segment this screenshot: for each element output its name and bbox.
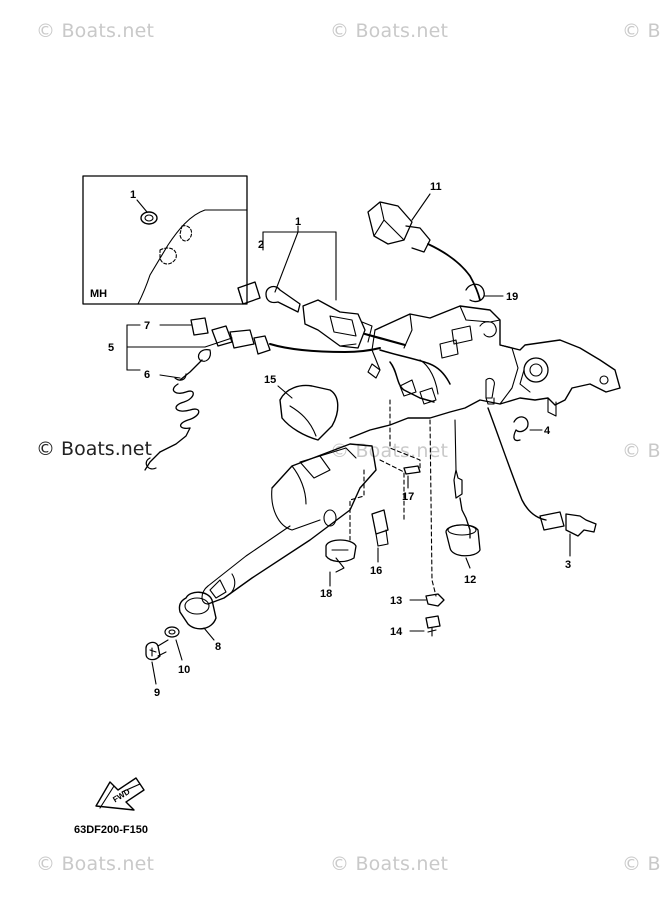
screw-14	[425, 615, 441, 629]
part-code: 63DF200-F150	[74, 824, 148, 836]
cover-15	[279, 384, 339, 441]
key	[265, 285, 301, 313]
grip-8	[178, 591, 217, 630]
leader-line	[136, 199, 148, 213]
buzzer-12	[445, 524, 481, 557]
watermark: © B	[622, 440, 661, 462]
inset-grommet	[140, 211, 158, 225]
watermark: © B	[622, 20, 661, 42]
callout-19: 19	[506, 291, 518, 303]
watermark: © Boats.net	[36, 20, 155, 42]
key-cap	[237, 281, 261, 305]
key-switch	[302, 299, 366, 349]
watermark: © Boats.net	[330, 853, 449, 875]
washer-10	[164, 626, 180, 638]
callout-6: 6	[144, 369, 150, 381]
callout-16: 16	[370, 565, 382, 577]
wire-clamp	[465, 283, 485, 303]
connector-3	[565, 513, 597, 537]
callout-3: 3	[565, 559, 571, 571]
callout-inset-1: 1	[130, 189, 136, 201]
callout-9: 9	[154, 687, 160, 699]
tiller-handle	[207, 443, 377, 605]
callout-10: 10	[178, 664, 190, 676]
callout-11: 11	[430, 181, 442, 193]
watermark: © Boats.net	[330, 20, 449, 42]
wire-clip	[513, 416, 529, 442]
callout-18: 18	[320, 588, 332, 600]
stop-cap	[190, 317, 209, 336]
inset-panel-edge	[137, 209, 248, 305]
callout-12: 12	[464, 574, 476, 586]
inset-label: MH	[90, 288, 107, 300]
callout-8: 8	[215, 641, 221, 653]
callout-15: 15	[264, 374, 276, 386]
callout-7: 7	[144, 320, 150, 332]
callout-5: 5	[108, 342, 114, 354]
callout-17: 17	[402, 491, 414, 503]
callout-4: 4	[544, 425, 551, 437]
watermark-dark: © Boats.net	[36, 438, 152, 460]
lanyard-coil	[172, 383, 200, 430]
bolt-9	[145, 641, 161, 661]
callout-1: 1	[295, 216, 301, 228]
bracket-16	[371, 509, 389, 535]
connector-plug	[367, 201, 413, 245]
inset-box	[82, 175, 248, 305]
clamp-18	[325, 539, 357, 563]
plate-13	[425, 593, 445, 607]
callout-2: 2	[258, 239, 264, 251]
callout-13: 13	[390, 595, 402, 607]
watermark: © Boats.net	[36, 853, 155, 875]
watermark: © B	[622, 853, 661, 875]
screw-17	[403, 465, 421, 475]
callout-14: 14	[390, 626, 403, 638]
